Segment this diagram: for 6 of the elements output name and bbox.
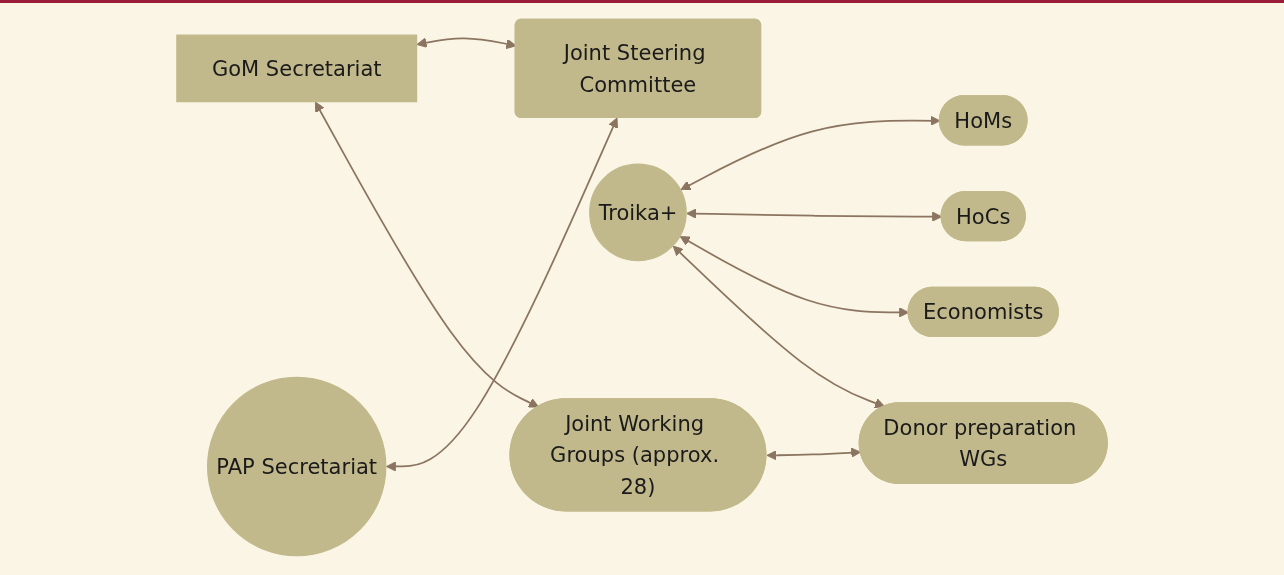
arrow [314,101,539,408]
node-box: GoM Secretariat [176,34,418,103]
node-circle: Troika+ [589,163,687,262]
node-circle: PAP Secretariat [207,376,387,557]
arrow [385,117,618,472]
arrow [672,245,885,409]
